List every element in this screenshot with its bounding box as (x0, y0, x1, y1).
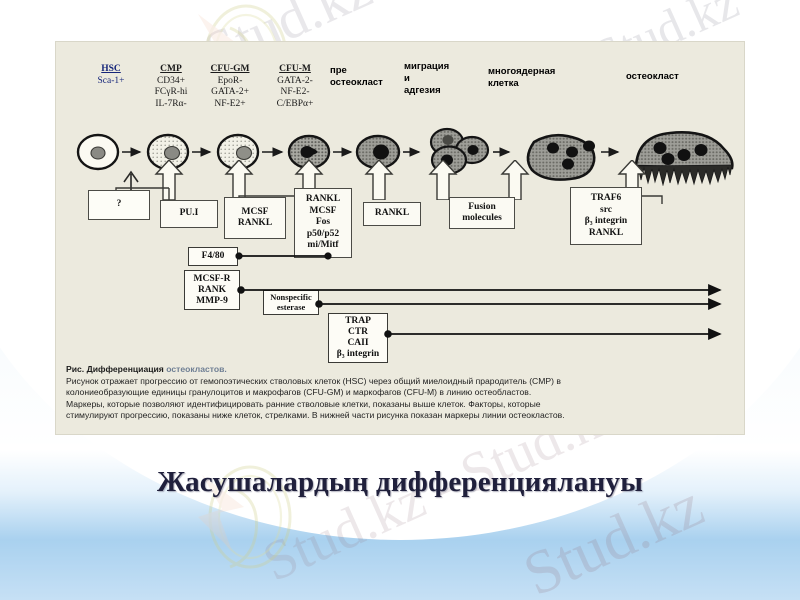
marker-line: MMP-9 (196, 295, 228, 306)
caption-title-muted: остеокластов. (166, 364, 227, 374)
stage-marker: GATA-2- (277, 75, 313, 86)
marker-line: CAII (347, 338, 369, 348)
stage-marker: NF-E2- (280, 87, 310, 97)
marker-box-trap[interactable]: TRAP CTR CAII β₃ integrin (328, 313, 388, 363)
stage-label-hsc: HSC Sca-1+ (82, 64, 140, 87)
stage-header: CMP (160, 64, 182, 74)
factor-line: MCSF (241, 206, 269, 217)
marker-line: RANK (198, 284, 226, 295)
stage-marker: CD34+ (156, 75, 186, 86)
stage-marker: и (404, 73, 410, 84)
factor-line: mi/Mitf (307, 240, 339, 251)
caption-line-4: Маркеры, которые позволяют идентифициров… (66, 398, 541, 409)
cell-progression-row (76, 127, 734, 186)
stage-header: CFU-GM (210, 64, 250, 74)
stage-header: CFU-M (279, 64, 311, 74)
stage-marker: Sca-1+ (97, 75, 125, 86)
stage-marker: адгезия (404, 85, 441, 96)
stage-marker: EpoR- (217, 75, 243, 86)
factor-line: RANKL (305, 194, 341, 205)
factor-line: RANKL (237, 218, 273, 228)
factor-box-rankl-mcsf[interactable]: RANKL MCSF Fos p50/p52 mi/Mitf (294, 188, 352, 258)
caption-title: Рис. Дифференциация (66, 364, 167, 374)
stage-label-migration-adhesion: миграция и адгезия (404, 61, 470, 97)
stage-marker: FCγR-hi (154, 87, 188, 97)
caption-line-3: колониеобразующие единицы гранулоцитов и… (66, 387, 532, 398)
factor-line: TRAF6 (590, 193, 622, 203)
factor-line: Fusion (468, 201, 496, 212)
marker-line: F4/80 (201, 251, 225, 261)
marker-box-mcsf-r[interactable]: MCSF-R RANK MMP-9 (184, 270, 240, 310)
stage-marker: остеокласт (330, 77, 383, 88)
factor-line: RANKL (374, 208, 410, 219)
factor-line: ? (116, 199, 122, 210)
factor-line: Fos (315, 217, 331, 228)
stage-header: миграция (404, 61, 450, 72)
factor-line: p50/p52 (306, 228, 340, 239)
marker-line: β₃ integrin (336, 349, 380, 359)
factor-line: PU.I (179, 208, 199, 219)
stage-header: пре (330, 65, 347, 76)
marker-expression-lines (235, 252, 722, 340)
marker-line: Nonspecific (270, 292, 312, 302)
factor-line: β₃ integrin (584, 216, 628, 226)
caption-line-1: Рис. Дифференциация остеокластов. (66, 364, 738, 376)
factor-box-fusion-molecules[interactable]: Fusion molecules (449, 197, 515, 229)
marker-line: CTR (347, 327, 369, 337)
factor-line: MCSF (309, 205, 337, 216)
stage-header: HSC (101, 64, 121, 74)
stage-label-cfu-gm: CFU-GM EpoR- GATA-2+ NF-E2+ (199, 64, 261, 110)
stage-label-cfu-m: CFU-M GATA-2- NF-E2- C/EBPα+ (264, 64, 326, 110)
factor-line: src (600, 204, 612, 215)
factor-box-mcsf-rankl[interactable]: MCSF RANKL (224, 197, 286, 239)
marker-line: esterase (276, 302, 306, 312)
marker-line: TRAP (345, 316, 371, 326)
stage-marker: C/EBPα+ (276, 98, 314, 109)
marker-line: MCSF-R (193, 273, 231, 284)
caption-line-5: стимулируют прогрессию, показаны ниже кл… (66, 410, 565, 421)
stage-label-osteoclast: остеокласт (626, 71, 706, 83)
stage-header: многоядерная (488, 66, 556, 77)
stage-label-pre-osteoclast: пре остеокласт (330, 65, 396, 89)
stage-label-cmp: CMP CD34+ FCγR-hi IL-7Rα- (142, 64, 200, 110)
osteoclast-differentiation-figure: HSC Sca-1+ CMP CD34+ FCγR-hi IL-7Rα- CFU… (55, 41, 745, 435)
stage-marker: NF-E2+ (214, 98, 246, 109)
stage-marker: IL-7Rα- (155, 98, 187, 109)
stimulating-factor-arrows (123, 160, 647, 200)
factor-line: molecules (462, 213, 502, 223)
factor-box-rankl[interactable]: RANKL (363, 202, 421, 226)
stage-header: остеокласт (626, 71, 679, 82)
factor-box-pu1[interactable]: PU.I (160, 200, 218, 228)
factor-line: RANKL (588, 227, 624, 238)
factor-box-unknown[interactable]: ? (88, 190, 150, 220)
stage-label-multinuclear-cell: многоядерная клетка (488, 66, 580, 90)
stage-marker: клетка (488, 78, 519, 89)
stage-marker: GATA-2+ (211, 87, 249, 97)
slide-title: Жасушалардың дифференциялануы (156, 466, 644, 498)
figure-caption: Рис. Дифференциация остеокластов. Рисуно… (66, 364, 738, 422)
caption-line-2: Рисунок отражает прогрессию от гемопоэти… (66, 375, 561, 386)
factor-box-traf6[interactable]: TRAF6 src β₃ integrin RANKL (570, 187, 642, 245)
